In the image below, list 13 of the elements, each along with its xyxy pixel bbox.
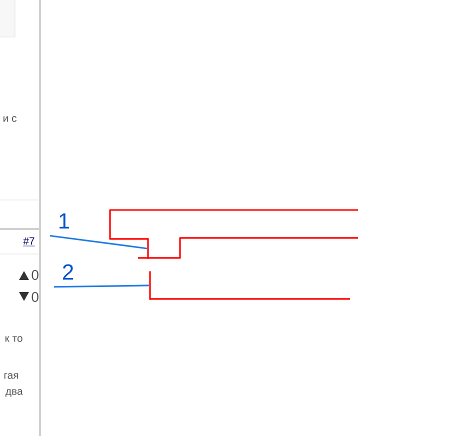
text-fragment: два: [6, 389, 23, 397]
leader-line: [54, 284, 150, 288]
leader-line: [50, 234, 148, 250]
profile-edge: [147, 238, 149, 259]
vote-count: 0: [32, 270, 38, 280]
profile-edge: [149, 271, 151, 300]
text-fragment: гая: [4, 373, 18, 379]
link-text: #7: [22, 237, 36, 246]
number-label: 2: [63, 264, 74, 280]
text-fragment: к то: [5, 336, 22, 342]
text-fragment: и с: [4, 116, 17, 122]
number-label: 1: [60, 213, 70, 229]
vote-count: 0: [32, 292, 38, 302]
